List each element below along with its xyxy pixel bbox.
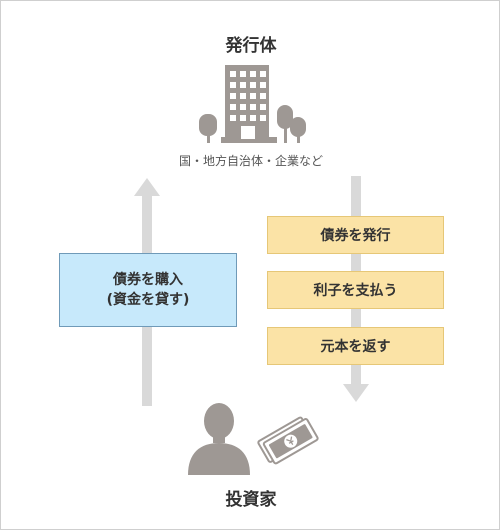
repay-principal-label: 元本を返す bbox=[320, 339, 391, 355]
pay-interest-label: 利子を支払う bbox=[313, 283, 398, 299]
buy-bond-label: 債券を購入 bbox=[113, 272, 183, 288]
issuer-title: 発行体 bbox=[225, 36, 277, 56]
person-silhouette-icon bbox=[188, 403, 250, 475]
issue-bond-label: 債券を発行 bbox=[320, 228, 391, 244]
yen-banknotes-icon bbox=[257, 416, 319, 465]
investor-title: 投資家 bbox=[225, 490, 277, 510]
buy-bond-box: 債券を購入 (資金を貸す) bbox=[59, 253, 237, 327]
office-building-with-trees-icon bbox=[199, 65, 306, 143]
issuer-subtitle: 国・地方自治体・企業など bbox=[178, 154, 323, 168]
pay-interest-box: 利子を支払う bbox=[267, 271, 444, 309]
repay-principal-box: 元本を返す bbox=[267, 327, 444, 365]
lend-funds-label: (資金を貸す) bbox=[106, 292, 190, 308]
issue-bond-box: 債券を発行 bbox=[267, 216, 444, 254]
